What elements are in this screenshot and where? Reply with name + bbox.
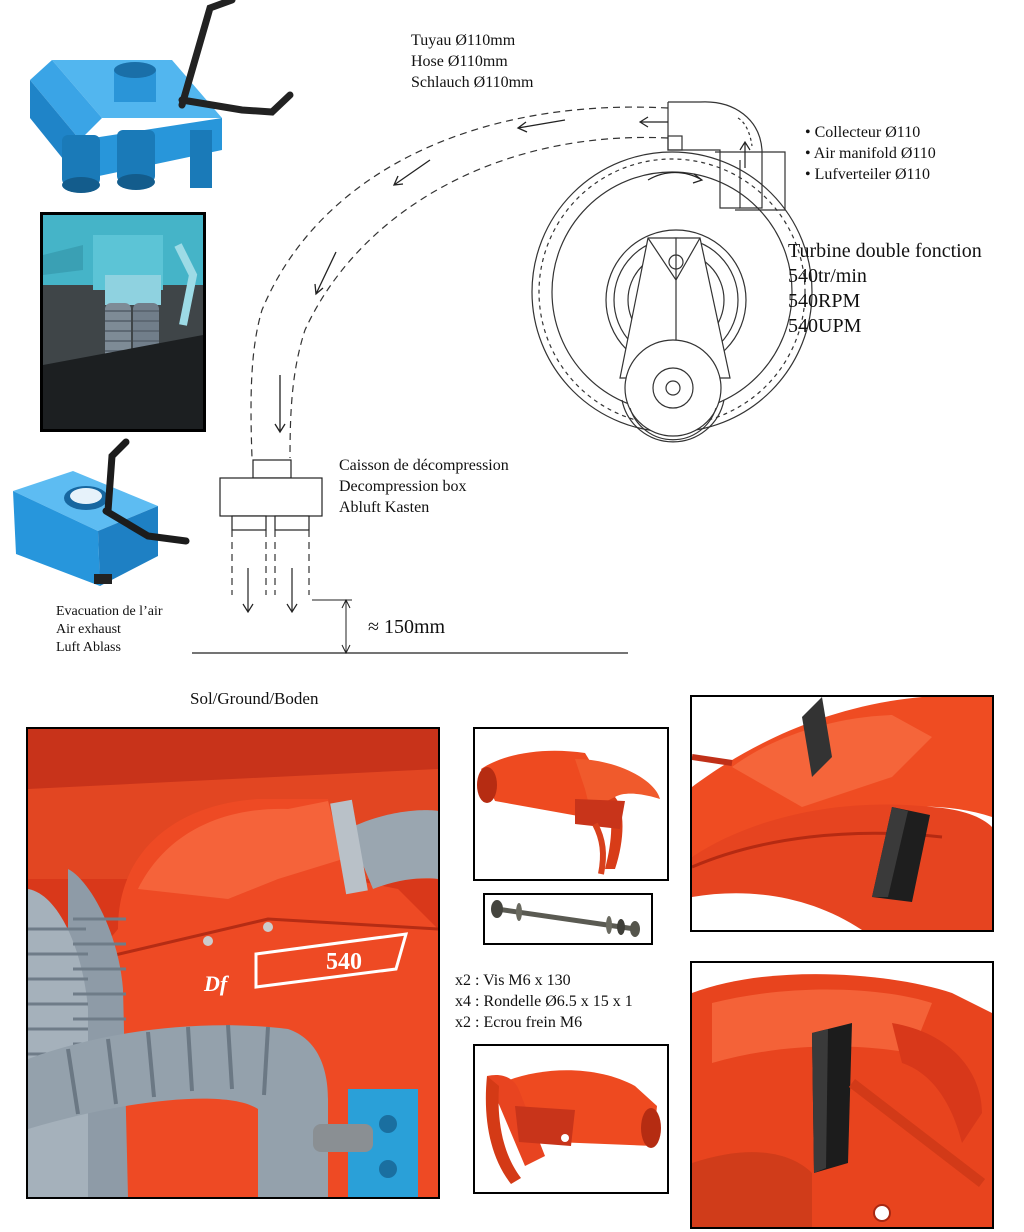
- ground-label: Sol/Ground/Boden: [190, 689, 319, 708]
- hose-label-en: Hose Ø110mm: [411, 53, 508, 70]
- exhaust-label-de: Luft Ablass: [56, 640, 121, 655]
- hose-label-fr: Tuyau Ø110mm: [411, 32, 516, 49]
- manifold-label: • Collecteur Ø110 • Air manifold Ø110 • …: [805, 122, 936, 185]
- turbine-label-trmin: 540tr/min: [788, 265, 867, 287]
- hardware-item-nut: x2 : Ecrou frein M6: [455, 1014, 583, 1031]
- blue-box-photo-bottom: [8, 436, 193, 594]
- exhaust-label-fr: Evacuation de l’air: [56, 604, 163, 619]
- turbine-label: Turbine double fonction 540tr/min 540RPM…: [788, 239, 982, 339]
- decompression-label: Caisson de décompression Decompression b…: [339, 455, 509, 518]
- exhaust-label: Evacuation de l’air Air exhaust Luft Abl…: [56, 603, 163, 657]
- hose-label: Tuyau Ø110mm Hose Ø110mm Schlauch Ø110mm: [411, 30, 534, 93]
- height-label: ≈ 150mm: [368, 616, 446, 638]
- turbine-label-upm: 540UPM: [788, 315, 862, 337]
- hardware-list: x2 : Vis M6 x 130 x4 : Rondelle Ø6.5 x 1…: [455, 970, 633, 1033]
- exhaust-label-en: Air exhaust: [56, 622, 121, 637]
- turbine-label-rpm: 540RPM: [788, 290, 861, 312]
- manifold-label-fr: • Collecteur Ø110: [805, 124, 921, 141]
- deflector-part-photo-1: [473, 727, 669, 881]
- manifold-closeup-photo-2: [690, 961, 994, 1229]
- installed-box-photo: [40, 212, 206, 432]
- decompression-box-drawing: [219, 459, 323, 531]
- decompression-label-de: Abluft Kasten: [339, 499, 430, 516]
- airflow-schematic: [192, 101, 813, 655]
- manifold-label-de: • Lufverteiler Ø110: [805, 166, 930, 183]
- orange-fan-photo: 540 Df: [26, 727, 440, 1199]
- deflector-part-photo-2: [473, 1044, 669, 1194]
- hardware-item-screw: x2 : Vis M6 x 130: [455, 972, 571, 989]
- hose-label-de: Schlauch Ø110mm: [411, 74, 534, 91]
- decompression-label-fr: Caisson de décompression: [339, 457, 509, 474]
- bolt-photo: [483, 893, 653, 945]
- blue-box-photo-top: [22, 0, 302, 200]
- manifold-label-en: • Air manifold Ø110: [805, 145, 936, 162]
- hardware-item-washer: x4 : Rondelle Ø6.5 x 15 x 1: [455, 993, 633, 1010]
- manifold-closeup-photo-1: [690, 695, 994, 932]
- turbine-label-title: Turbine double fonction: [788, 240, 982, 262]
- fan-badge-brand: Df: [203, 971, 230, 996]
- turbine-drawing: [531, 101, 813, 443]
- decompression-label-en: Decompression box: [339, 478, 467, 495]
- fan-badge-number: 540: [326, 949, 362, 975]
